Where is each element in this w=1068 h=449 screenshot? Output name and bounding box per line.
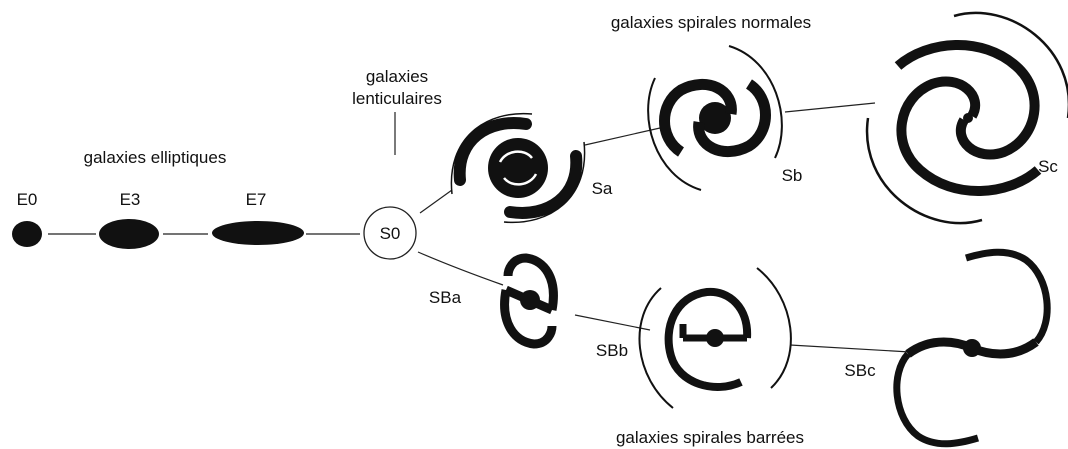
sbc-label: SBc (844, 361, 876, 380)
sc-label: Sc (1038, 157, 1058, 176)
sb-label: Sb (782, 166, 803, 185)
sba-galaxy (505, 258, 554, 344)
elliptical-group-label: galaxies elliptiques (84, 148, 227, 167)
lenticular-group-label-line2: lenticulaires (352, 89, 442, 108)
sa-galaxy (451, 114, 584, 223)
sbc-galaxy (897, 252, 1047, 444)
e0-label: E0 (17, 190, 38, 209)
s0-label: S0 (380, 224, 401, 243)
sa-label: Sa (592, 179, 613, 198)
e7-label: E7 (246, 190, 267, 209)
sbb-galaxy (639, 268, 790, 408)
e7-galaxy (212, 221, 304, 245)
e0-galaxy (12, 221, 42, 247)
sbb-label: SBb (596, 341, 628, 360)
normal-spirals-group-label: galaxies spirales normales (611, 13, 811, 32)
e3-label: E3 (120, 190, 141, 209)
sba-label: SBa (429, 288, 462, 307)
sb-galaxy (648, 46, 782, 190)
sc-galaxy (867, 13, 1068, 223)
barred-spirals-group-label: galaxies spirales barrées (616, 428, 804, 447)
lenticular-group-label-line1: galaxies (366, 67, 428, 86)
e3-galaxy (99, 219, 159, 249)
